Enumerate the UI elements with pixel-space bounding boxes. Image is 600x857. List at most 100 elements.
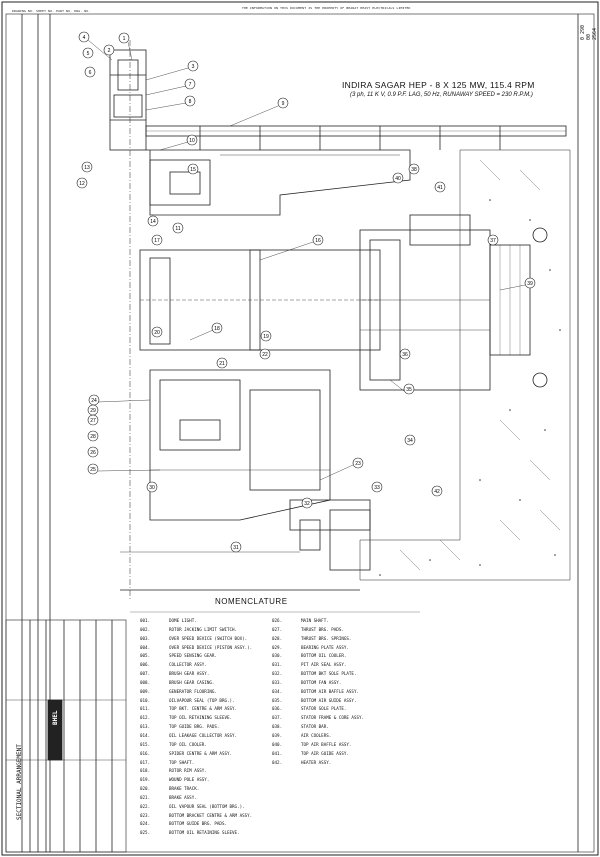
nomenclature-row: 023.BOTTOM BRACKET CENTRE & ARM ASSY.	[140, 812, 252, 821]
svg-text:30: 30	[149, 485, 155, 491]
svg-text:12: 12	[79, 181, 85, 187]
nomenclature-row: 030. BOTTOM OIL COOLER.	[272, 652, 364, 661]
nomenclature-code: 004.	[140, 644, 151, 650]
nomenclature-row: 007.BRUSH GEAR ASSY.	[140, 670, 252, 679]
nomenclature-name: STATOR BAR.	[301, 724, 329, 730]
drawing-subtitle: (3 ph, 11 K V, 0.9 P.F. LAG, 50 Hz, RUNA…	[350, 92, 533, 98]
nomenclature-code: 013.	[140, 724, 151, 730]
svg-text:41: 41	[437, 185, 443, 191]
nomenclature-code: 005.	[140, 653, 151, 659]
svg-text:7: 7	[189, 82, 192, 88]
nomenclature-row: 041.TOP AIR GUIDE ASSY.	[272, 750, 364, 759]
svg-text:10: 10	[189, 138, 195, 144]
svg-text:32: 32	[304, 501, 310, 507]
svg-text:2: 2	[108, 48, 111, 54]
svg-text:34: 34	[407, 438, 413, 444]
nomenclature-row: 005. SPEED SENSING GEAR.	[140, 652, 252, 661]
nomenclature-code: 014.	[140, 732, 151, 738]
nomenclature-name: TOP SHAFT.	[169, 759, 195, 765]
nomenclature-name: OVER SPEED DEVICE (PISTON ASSY.).	[169, 644, 253, 650]
svg-text:3: 3	[192, 64, 195, 70]
svg-text:38: 38	[411, 167, 417, 173]
nomenclature-name: BOTTOM BRACKET CENTRE & ARM ASSY.	[169, 812, 253, 818]
nomenclature-code: 036.	[272, 706, 283, 712]
nomenclature-code: 039.	[272, 732, 283, 738]
nomenclature-code: 032.	[272, 671, 283, 677]
nomenclature-name: OIL VAPOUR SEAL (BOTTOM BRG.).	[169, 803, 245, 809]
nomenclature-row: 035.BOTTOM AIR GUIDE ASSY.	[272, 697, 364, 706]
nomenclature-code: 009.	[140, 688, 151, 694]
nomenclature-row: 020.BRAKE TRACK.	[140, 785, 252, 794]
nomenclature-code: 021.	[140, 794, 151, 800]
nomenclature-row: 002.ROTOR JACKING LIMIT SWITCH.	[140, 626, 252, 635]
nomenclature-code: 012.	[140, 715, 151, 721]
nomenclature-code: 026.	[272, 618, 283, 623]
nomenclature-name: SPEED SENSING GEAR.	[169, 653, 217, 659]
nomenclature-name: BOTTOM AIR BAFFLE ASSY.	[301, 688, 359, 694]
nomenclature-name: BRUSH GEAR CASING.	[169, 679, 215, 685]
nomenclature-name: WOUND POLE ASSY.	[169, 777, 210, 783]
nomenclature-name: AIR COOLERS.	[301, 732, 332, 738]
nomenclature-row: 029.BEARING PLATE ASSY.	[272, 644, 364, 653]
nomenclature-code: 002.	[140, 626, 151, 632]
svg-text:36: 36	[402, 352, 408, 358]
nomenclature-row: 004. OVER SPEED DEVICE (PISTON ASSY.).	[140, 644, 252, 653]
svg-text:39: 39	[527, 281, 533, 287]
nomenclature-code: 038.	[272, 724, 283, 730]
svg-text:27: 27	[90, 418, 96, 424]
nomenclature-row: 003.OVER SPEED DEVICE (SWITCH BOX).	[140, 635, 252, 644]
nomenclature-list-left: 001.DOME LIGHT.002.ROTOR JACKING LIMIT S…	[140, 617, 252, 838]
nomenclature-list-right: 026.MAIN SHAFT.027.THRUST BRG. PADS.028.…	[272, 617, 364, 767]
svg-text:1: 1	[123, 36, 126, 42]
nomenclature-row: 038. STATOR BAR.	[272, 723, 364, 732]
svg-text:19: 19	[263, 334, 269, 340]
nomenclature-code: 015.	[140, 741, 151, 747]
nomenclature-name: BOTTOM BKT SOLE PLATE.	[301, 671, 357, 677]
nomenclature-row: 016.SPIDER CENTRE & ARM ASSY.	[140, 750, 252, 759]
svg-text:4: 4	[83, 35, 86, 41]
nomenclature-name: STATOR FRAME & CORE ASSY.	[301, 715, 365, 721]
nomenclature-name: STATOR SOLE PLATE.	[301, 706, 347, 712]
nomenclature-code: 008.	[140, 679, 151, 685]
nomenclature-row: 019.WOUND POLE ASSY.	[140, 776, 252, 785]
nomenclature-code: 034.	[272, 688, 283, 694]
nomenclature-code: 006.	[140, 662, 151, 668]
svg-text:28: 28	[90, 434, 96, 440]
nomenclature-code: 022.	[140, 803, 151, 809]
svg-text:37: 37	[490, 238, 496, 244]
nomenclature-name: ROTOR RIM ASSY.	[169, 768, 207, 774]
svg-text:25: 25	[90, 467, 96, 473]
nomenclature-row: 008. BRUSH GEAR CASING.	[140, 679, 252, 688]
titleblock-company: BHEL	[52, 710, 59, 725]
nomenclature-code: 010.	[140, 697, 151, 703]
nomenclature-code: 035.	[272, 697, 283, 703]
nomenclature-name: TOP AIR BAFFLE ASSY.	[301, 741, 352, 747]
nomenclature-name: TOP BKT. CENTRE & ARM ASSY.	[169, 706, 238, 712]
nomenclature-code: 028.	[272, 635, 283, 641]
nomenclature-code: 017.	[140, 759, 151, 765]
nomenclature-code: 037.	[272, 715, 283, 721]
svg-text:42: 42	[434, 489, 440, 495]
nomenclature-row: 037. STATOR FRAME & CORE ASSY.	[272, 714, 364, 723]
nomenclature-row: 040.TOP AIR BAFFLE ASSY.	[272, 741, 364, 750]
header-proprietary-note: THE INFORMATION ON THIS DOCUMENT IS THE …	[242, 6, 411, 10]
nomenclature-code: 016.	[140, 750, 151, 756]
nomenclature-name: OILVAPOUR SEAL (TOP BRG.).	[169, 697, 235, 703]
nomenclature-name: BRAKE ASSY.	[169, 794, 197, 800]
nomenclature-row: 034. BOTTOM AIR BAFFLE ASSY.	[272, 688, 364, 697]
nomenclature-row: 012. TOP OIL RETAINING SLEEVE.	[140, 714, 252, 723]
nomenclature-row: 022. OIL VAPOUR SEAL (BOTTOM BRG.).	[140, 803, 252, 812]
svg-text:14: 14	[150, 219, 156, 225]
svg-text:17: 17	[154, 238, 160, 244]
svg-text:23: 23	[355, 461, 361, 467]
nomenclature-name: TOP OIL RETAINING SLEEVE.	[169, 715, 233, 721]
nomenclature-row: 027.THRUST BRG. PADS.	[272, 626, 364, 635]
nomenclature-name: BEARING PLATE ASSY.	[301, 644, 349, 650]
nomenclature-row: 018.ROTOR RIM ASSY.	[140, 767, 252, 776]
svg-text:22: 22	[262, 352, 268, 358]
nomenclature-row: 014.OIL LEAKAGE COLLECTOR ASSY.	[140, 732, 252, 741]
nomenclature-name: BOTTOM OIL COOLER.	[301, 653, 347, 659]
nomenclature-code: 030.	[272, 653, 283, 659]
